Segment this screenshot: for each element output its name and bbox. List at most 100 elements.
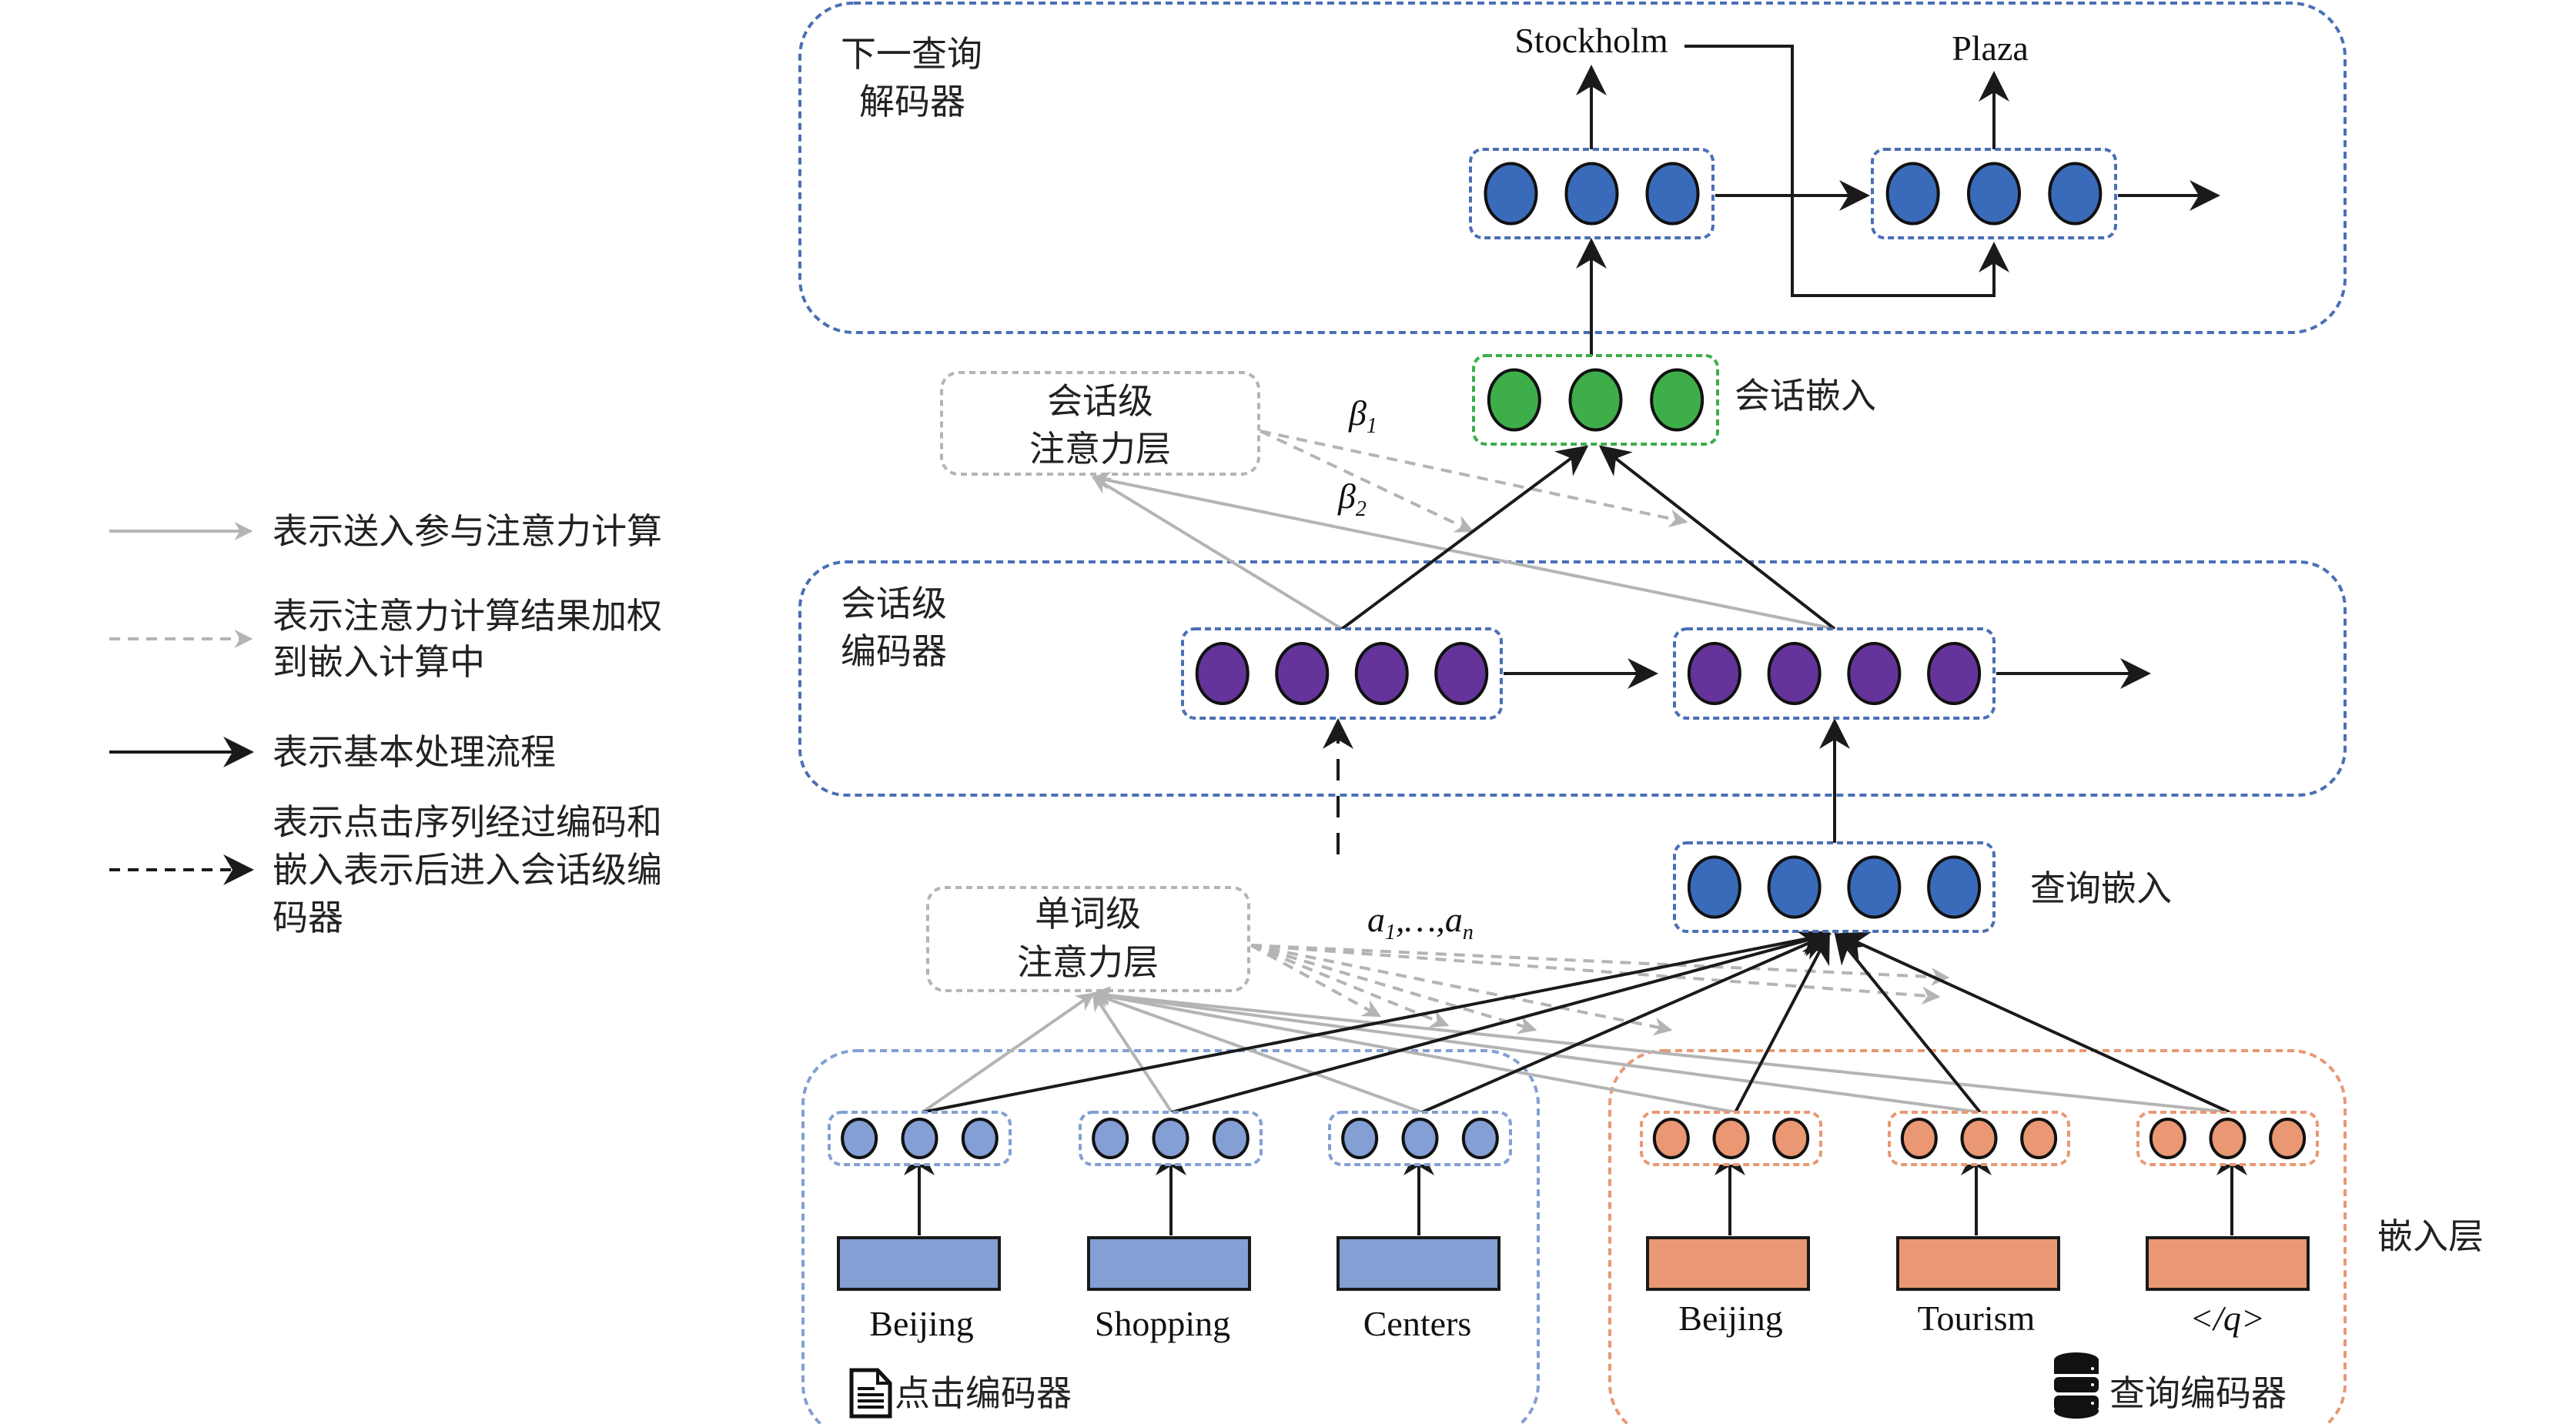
neuron-node — [1927, 855, 1982, 919]
session-encoder-state-2-box — [1673, 627, 1996, 720]
click-word-label: Shopping — [1095, 1304, 1230, 1343]
legend-label: 码器 — [273, 897, 343, 938]
neuron-node — [1772, 1118, 1810, 1159]
query-word-rect — [2146, 1236, 2310, 1291]
attention-weight-edges — [1250, 430, 1950, 1036]
decoder-output-plaza: Plaza — [1952, 28, 2029, 68]
query-word-rect — [1646, 1236, 1810, 1291]
session-attention-label-line1: 会话级 — [1047, 380, 1153, 422]
word-attention-label-line2: 注意力层 — [1017, 941, 1159, 983]
query-token-vector — [2136, 1111, 2319, 1166]
query-word-label: Tourism — [1918, 1299, 2036, 1338]
session-encoder-state-1-box — [1181, 627, 1503, 720]
session-attention-box — [940, 371, 1260, 476]
neuron-node — [2020, 1118, 2058, 1159]
neuron-node — [1960, 1118, 1998, 1159]
click-word-rects — [837, 1236, 1500, 1291]
legend-label: 嵌入表示后进入会话级编 — [273, 849, 662, 891]
word-weights-label: a1,…,an — [1367, 900, 1474, 944]
neuron-node — [1564, 162, 1619, 226]
legend-label: 到嵌入计算中 — [273, 641, 485, 683]
neuron-node — [1354, 642, 1409, 705]
click-word-label: Centers — [1363, 1304, 1472, 1343]
word-attention-box — [926, 886, 1250, 992]
session-attention-label-line2: 注意力层 — [1029, 428, 1171, 470]
session-embedding-label: 会话嵌入 — [1735, 375, 1876, 416]
session-encoder-state-1 — [1181, 627, 1503, 720]
neuron-node — [1434, 642, 1489, 705]
query-word-rects — [1646, 1236, 2310, 1291]
click-encoder-container — [801, 1049, 1540, 1424]
legend-label: 表示送入参与注意力计算 — [273, 510, 662, 552]
session-encoder-state-2 — [1673, 627, 1996, 720]
neuron-node — [1847, 642, 1902, 705]
word-attention-label-line1: 单词级 — [1035, 893, 1141, 934]
click-word-rect — [837, 1236, 1001, 1291]
neuron-node — [1401, 1118, 1439, 1159]
decoder-container — [798, 2, 2347, 334]
neuron-node — [1847, 855, 1902, 919]
click-word-rect — [1337, 1236, 1500, 1291]
neuron-node — [961, 1118, 999, 1159]
neuron-node — [1568, 368, 1623, 432]
neuron-node — [1650, 368, 1705, 432]
neuron-node — [1152, 1118, 1189, 1159]
neuron-node — [841, 1118, 878, 1159]
query-token-vector — [1640, 1111, 1822, 1166]
neuron-node — [1767, 642, 1822, 705]
neuron-node — [1687, 642, 1741, 705]
decoder-label-line1: 下一查询 — [841, 33, 982, 75]
legend: 表示送入参与注意力计算 表示注意力计算结果加权 到嵌入计算中 表示基本处理流程 … — [109, 510, 662, 938]
click-encoder-label: 点击编码器 — [895, 1372, 1072, 1414]
query-encoder-label: 查询编码器 — [2109, 1372, 2287, 1414]
click-word-rect — [1087, 1236, 1251, 1291]
beta-2-label: β2 — [1337, 476, 1367, 521]
neuron-node — [1487, 368, 1541, 432]
click-word-label: Beijing — [869, 1304, 973, 1343]
beta-1-label: β1 — [1348, 393, 1377, 438]
query-embedding-label: 查询嵌入 — [2030, 867, 2172, 909]
query-embedding-box — [1673, 841, 1996, 933]
neuron-node — [1900, 1118, 1938, 1159]
database-icon — [2054, 1352, 2099, 1419]
session-embedding — [1472, 354, 1719, 446]
click-token-vector — [1328, 1111, 1512, 1166]
query-embedding — [1673, 841, 1996, 933]
neuron-node — [2048, 162, 2103, 226]
embedding-layer-label: 嵌入层 — [2377, 1215, 2484, 1257]
decoder-state-2 — [1871, 148, 2117, 239]
query-word-label: </q> — [2190, 1299, 2265, 1338]
neuron-node — [2149, 1118, 2186, 1159]
session-encoder-label-line1: 会话级 — [841, 583, 947, 624]
legend-label: 表示注意力计算结果加权 — [273, 595, 662, 637]
neuron-node — [1461, 1118, 1499, 1159]
neuron-node — [901, 1118, 938, 1159]
attention-input-edges — [921, 471, 2230, 1114]
neuron-node — [1195, 642, 1250, 705]
neuron-node — [1652, 1118, 1690, 1159]
neuron-node — [1484, 162, 1538, 226]
query-word-label: Beijing — [1678, 1299, 1782, 1338]
neuron-node — [1341, 1118, 1379, 1159]
document-icon — [849, 1368, 892, 1419]
decoder-output-stockholm: Stockholm — [1514, 21, 1668, 60]
neuron-node — [1212, 1118, 1250, 1159]
neuron-node — [1767, 855, 1822, 919]
neuron-node — [1092, 1118, 1129, 1159]
neuron-node — [1712, 1118, 1750, 1159]
neuron-node — [1687, 855, 1741, 919]
neuron-node — [1645, 162, 1700, 226]
neuron-node — [2209, 1118, 2246, 1159]
neuron-node — [2269, 1118, 2307, 1159]
query-token-vector — [1888, 1111, 2070, 1166]
query-encoder-container — [1608, 1049, 2347, 1424]
click-token-vector — [828, 1111, 1012, 1166]
neuron-node — [1275, 642, 1330, 705]
neuron-node — [1927, 642, 1982, 705]
decoder-label-line2: 解码器 — [859, 81, 965, 122]
query-word-rect — [1896, 1236, 2060, 1291]
session-encoder-container — [798, 560, 2347, 797]
legend-label: 表示点击序列经过编码和 — [273, 801, 662, 843]
session-encoder-label-line2: 编码器 — [841, 630, 947, 672]
